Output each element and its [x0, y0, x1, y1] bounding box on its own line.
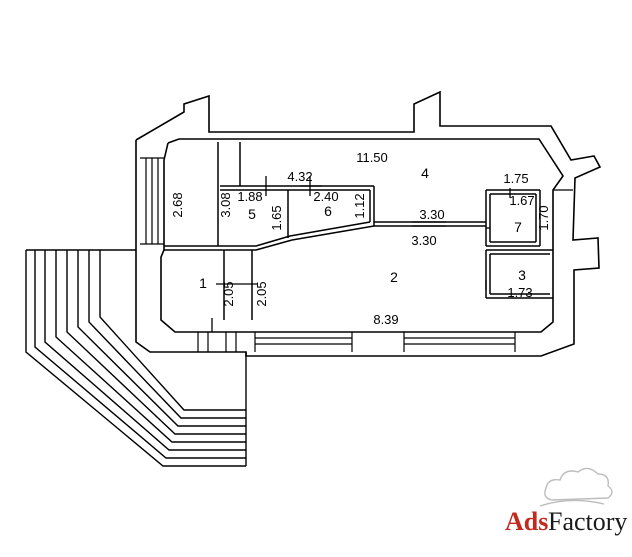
dimension-labels: 11.50 2.68 3.08 1.88 4.32 2.40 1.65 1.12…	[170, 150, 551, 327]
dim-label: 1.88	[237, 189, 262, 204]
partitions	[164, 142, 553, 320]
dim-label: 1.65	[269, 205, 284, 230]
dim-label: 1.73	[507, 285, 532, 300]
dim-label: 2.05	[254, 281, 269, 306]
windows	[140, 157, 573, 352]
dim-label: 1.12	[352, 193, 367, 218]
dim-label: 2.40	[313, 189, 338, 204]
dim-label: 1.67	[509, 193, 534, 208]
dim-label: 4.32	[287, 169, 312, 184]
dim-label: 3.30	[419, 207, 444, 222]
dim-label: 2.05	[221, 281, 236, 306]
watermark-factory: Factory	[548, 507, 627, 536]
dim-label: 3.08	[218, 192, 233, 217]
outer-wall	[135, 90, 602, 357]
cloud-logo-icon	[539, 467, 613, 507]
watermark-ads: Ads	[505, 507, 548, 536]
room-label-1: 1	[199, 275, 207, 291]
dim-label: 11.50	[356, 150, 388, 165]
dim-label: 1.70	[536, 205, 551, 230]
room-label-3: 3	[518, 267, 526, 283]
room-labels: 4 5 6 7 3 2 1	[199, 165, 526, 291]
room-label-5: 5	[248, 206, 256, 222]
dim-label: 8.39	[373, 312, 398, 327]
dim-label: 2.68	[170, 192, 185, 217]
adsfactory-watermark: Ads Factory	[505, 467, 627, 536]
dim-label: 3.30	[411, 233, 436, 248]
room-label-4: 4	[421, 165, 429, 181]
door-marks	[211, 176, 511, 332]
dim-label: 1.75	[503, 171, 528, 186]
room-label-2: 2	[390, 269, 398, 285]
exterior-stairs	[25, 249, 247, 467]
room-label-7: 7	[514, 219, 522, 235]
room-label-6: 6	[324, 203, 332, 219]
